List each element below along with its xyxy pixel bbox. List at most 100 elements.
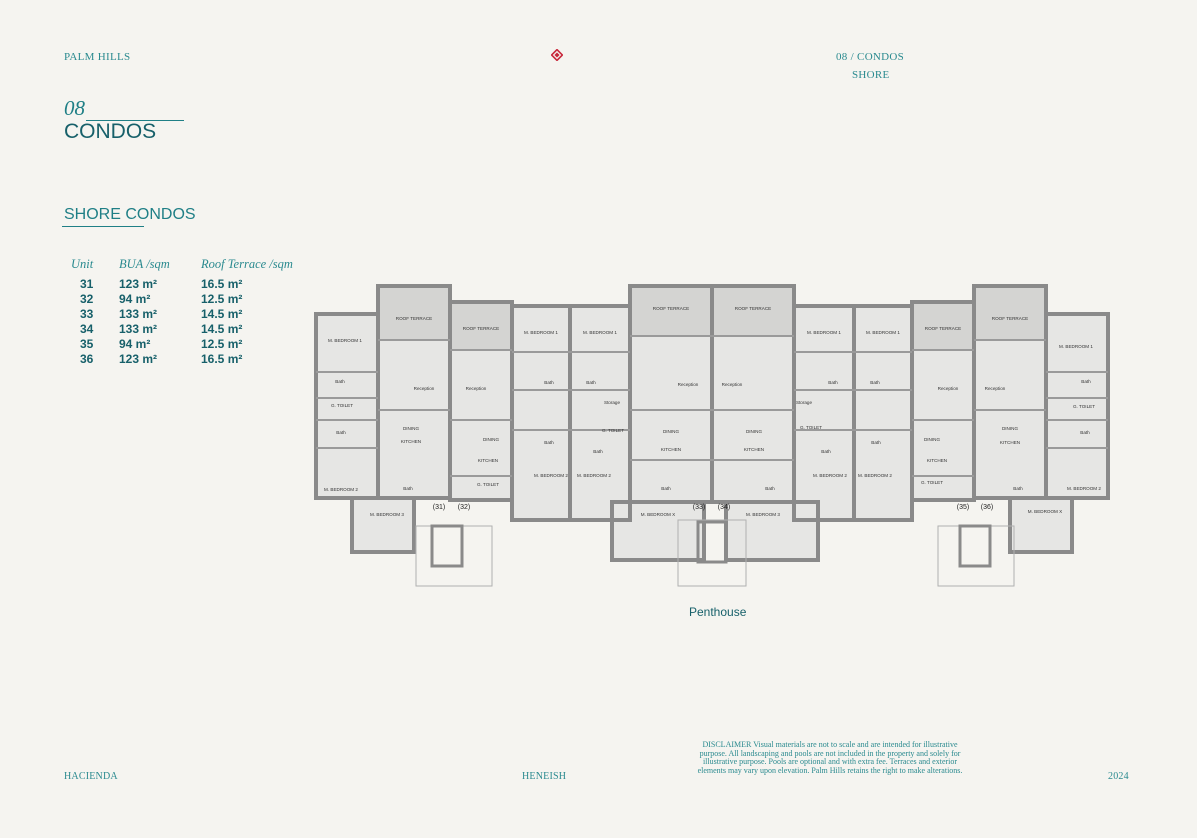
room-label: M. BEDROOM 2 bbox=[534, 473, 568, 478]
room-label: KITCHEN bbox=[927, 458, 947, 463]
page-subsection: SHORE bbox=[852, 69, 890, 81]
brand-name: PALM HILLS bbox=[64, 51, 131, 63]
cell-roof: 12.5 m² bbox=[201, 337, 243, 351]
room-label: M. BEDROOM 3 bbox=[746, 512, 780, 517]
room-label: DINING bbox=[1002, 426, 1019, 431]
room-label: M. BEDROOM 2 bbox=[813, 473, 847, 478]
room-label: KITCHEN bbox=[661, 447, 681, 452]
unit-label-34: (34) bbox=[718, 504, 730, 511]
room-label: G. TOILET bbox=[602, 428, 624, 433]
room-label: Bath bbox=[335, 379, 345, 384]
room-label: Reception bbox=[722, 382, 743, 387]
room-label: ROOF TERRACE bbox=[396, 316, 432, 321]
cell-bua: 133 m² bbox=[119, 322, 158, 336]
footer-year: 2024 bbox=[1108, 771, 1129, 782]
room-label: M. BEDROOM 2 bbox=[858, 473, 892, 478]
section-divider bbox=[86, 120, 184, 121]
disclaimer-text: DISCLAIMER Visual materials are not to s… bbox=[697, 740, 963, 775]
cell-bua: 133 m² bbox=[119, 307, 158, 321]
cell-roof: 14.5 m² bbox=[201, 322, 243, 336]
room-label: Bath bbox=[1080, 430, 1090, 435]
plan-unit-labels: (31) (32) (33) (34) (35) (36) bbox=[433, 504, 993, 511]
room-label: M. BEDROOM 3 bbox=[370, 512, 404, 517]
room-label: ROOF TERRACE bbox=[925, 326, 961, 331]
room-label: Bath bbox=[586, 380, 596, 385]
room-label: Bath bbox=[870, 380, 880, 385]
cell-unit: 33 bbox=[80, 307, 94, 321]
cell-roof: 14.5 m² bbox=[201, 307, 243, 321]
section-title: CONDOS bbox=[64, 120, 157, 143]
room-label: Reception bbox=[414, 386, 435, 391]
plan-terrace-fills bbox=[380, 288, 1044, 350]
cell-unit: 35 bbox=[80, 337, 94, 351]
cell-roof: 16.5 m² bbox=[201, 277, 243, 291]
room-label: M. BEDROOM 1 bbox=[1059, 344, 1093, 349]
cell-bua: 94 m² bbox=[119, 292, 151, 306]
room-label: KITCHEN bbox=[744, 447, 764, 452]
room-label: G. TOILET bbox=[477, 482, 499, 487]
room-label: G. TOILET bbox=[921, 480, 943, 485]
unit-label-33: (33) bbox=[693, 504, 705, 511]
diamond-logo-icon bbox=[551, 49, 563, 61]
room-label: DINING bbox=[746, 429, 763, 434]
room-label: G. TOILET bbox=[800, 425, 822, 430]
room-label: Bath bbox=[544, 440, 554, 445]
room-label: M. BEDROOM X bbox=[1028, 509, 1062, 514]
room-label: Reception bbox=[678, 382, 699, 387]
room-label: G. TOILET bbox=[1073, 404, 1095, 409]
room-label: KITCHEN bbox=[401, 439, 421, 444]
subsection-title: SHORE CONDOS bbox=[64, 206, 196, 223]
room-label: Bath bbox=[821, 449, 831, 454]
room-label: Bath bbox=[593, 449, 603, 454]
subsection-underline bbox=[62, 226, 144, 227]
room-label: G. TOILET bbox=[331, 403, 353, 408]
room-label: DINING bbox=[403, 426, 420, 431]
room-label: Bath bbox=[661, 486, 671, 491]
plan-stairs bbox=[415, 519, 1015, 587]
room-label: ROOF TERRACE bbox=[992, 316, 1028, 321]
room-label: KITCHEN bbox=[1000, 440, 1020, 445]
unit-label-31: (31) bbox=[433, 504, 445, 511]
room-label: M. BEDROOM 1 bbox=[328, 338, 362, 343]
cell-bua: 123 m² bbox=[119, 277, 158, 291]
plan-walls bbox=[314, 284, 1110, 562]
room-label: DINING bbox=[924, 437, 941, 442]
footer-project: HACIENDA bbox=[64, 771, 118, 782]
room-label: ROOF TERRACE bbox=[653, 306, 689, 311]
floor-plan-caption: Penthouse bbox=[689, 605, 747, 619]
room-label: Bath bbox=[403, 486, 413, 491]
cell-unit: 31 bbox=[80, 277, 94, 291]
room-label: M. BEDROOM 1 bbox=[583, 330, 617, 335]
unit-label-32: (32) bbox=[458, 504, 470, 511]
room-label: M. BEDROOM 2 bbox=[1067, 486, 1101, 491]
table-header-roof-terrace: Roof Terrace /sqm bbox=[201, 257, 293, 271]
room-label: Storage bbox=[604, 400, 621, 405]
unit-label-35: (35) bbox=[957, 504, 969, 511]
plan-room-labels: ROOF TERRACE ROOF TERRACE ROOF TERRACE R… bbox=[324, 306, 1101, 517]
room-label: Bath bbox=[828, 380, 838, 385]
page-reference: 08 / CONDOS bbox=[836, 51, 905, 63]
room-label: M. BEDROOM 1 bbox=[866, 330, 900, 335]
room-label: M. BEDROOM 1 bbox=[807, 330, 841, 335]
room-label: ROOF TERRACE bbox=[735, 306, 771, 311]
room-label: M. BEDROOM 2 bbox=[324, 487, 358, 492]
room-label: Reception bbox=[466, 386, 487, 391]
section-number: 08 bbox=[64, 96, 85, 120]
table-header-bua: BUA /sqm bbox=[119, 257, 170, 271]
room-label: Bath bbox=[544, 380, 554, 385]
room-label: Bath bbox=[1013, 486, 1023, 491]
cell-roof: 12.5 m² bbox=[201, 292, 243, 306]
penthouse-floor-plan: ROOF TERRACE ROOF TERRACE ROOF TERRACE R… bbox=[314, 284, 1110, 587]
room-label: DINING bbox=[483, 437, 500, 442]
room-label: M. BEDROOM X bbox=[641, 512, 675, 517]
room-label: Bath bbox=[871, 440, 881, 445]
room-label: ROOF TERRACE bbox=[463, 326, 499, 331]
unit-label-36: (36) bbox=[981, 504, 993, 511]
footer-location: HENEISH bbox=[522, 771, 567, 782]
room-label: M. BEDROOM 1 bbox=[524, 330, 558, 335]
cell-unit: 34 bbox=[80, 322, 94, 336]
room-label: DINING bbox=[663, 429, 680, 434]
plan-inner-partitions bbox=[316, 335, 1108, 477]
room-label: Bath bbox=[336, 430, 346, 435]
room-label: Reception bbox=[985, 386, 1006, 391]
